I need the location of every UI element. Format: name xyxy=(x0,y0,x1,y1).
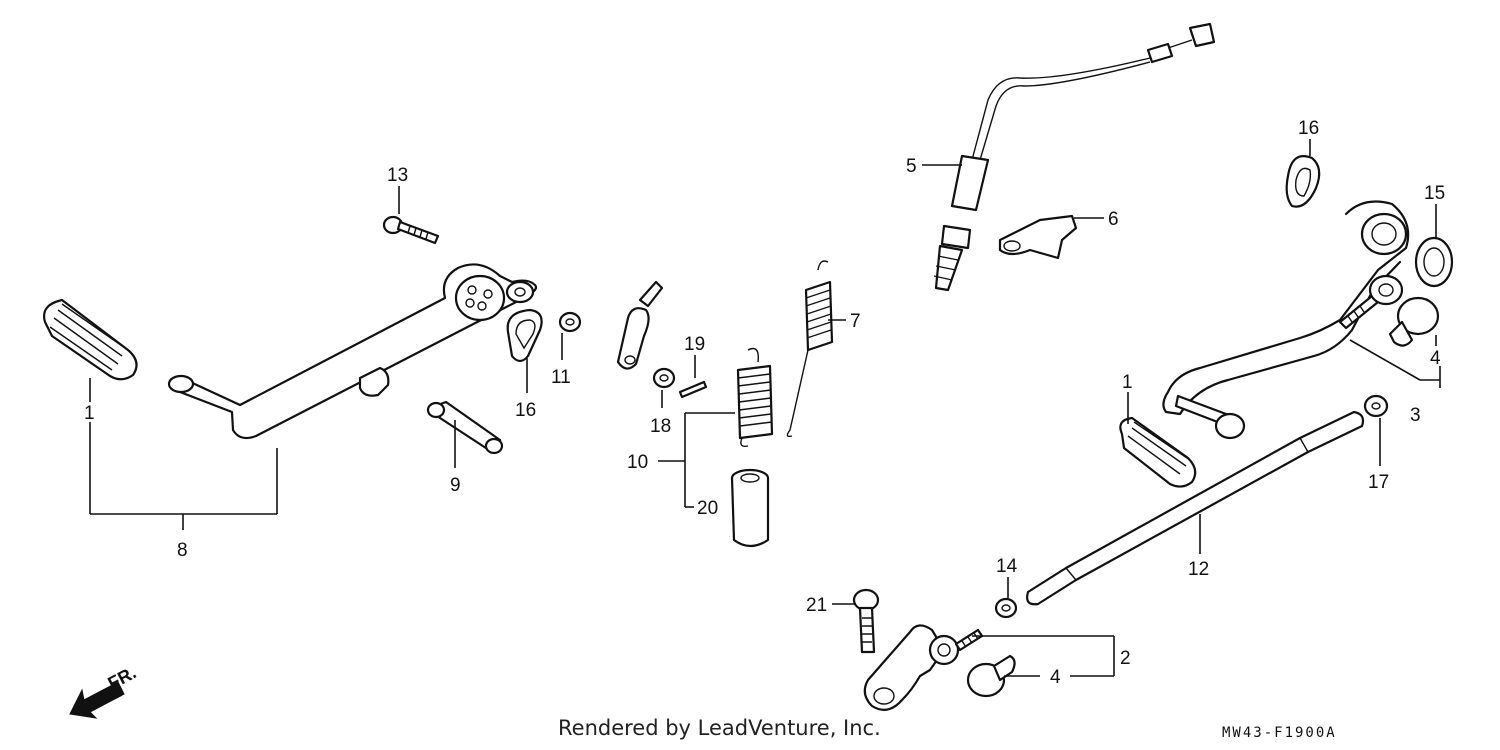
callout-9: 9 xyxy=(450,475,461,496)
callout-8: 8 xyxy=(177,540,188,561)
pedal-arm-left[interactable] xyxy=(167,263,538,440)
callout-4-bottom: 4 xyxy=(1050,667,1061,688)
return-spring-7[interactable] xyxy=(786,260,834,438)
callout-5: 5 xyxy=(906,156,917,177)
callout-20: 20 xyxy=(697,498,718,519)
callout-2: 2 xyxy=(1120,648,1131,669)
spring-10[interactable] xyxy=(736,347,774,448)
callout-numbers: 1 8 13 16 11 9 19 18 10 20 7 5 6 16 15 4… xyxy=(84,118,1445,688)
credit-text: Rendered by LeadVenture, Inc. xyxy=(558,716,881,740)
callout-14: 14 xyxy=(996,556,1018,577)
clip-6[interactable] xyxy=(998,214,1078,260)
nut-17[interactable] xyxy=(1363,394,1389,418)
bolt-13[interactable] xyxy=(382,215,440,245)
callout-6: 6 xyxy=(1108,209,1119,230)
bolt-21[interactable] xyxy=(852,588,880,654)
nut-18[interactable] xyxy=(652,367,676,389)
callout-1-right: 1 xyxy=(1122,372,1133,393)
cotter-pin-19[interactable] xyxy=(678,380,708,399)
callout-1-left: 1 xyxy=(84,403,95,424)
pedal-arm-right[interactable] xyxy=(1162,200,1410,440)
leader-lines xyxy=(89,139,1441,677)
washer-11[interactable] xyxy=(558,311,582,333)
callout-11: 11 xyxy=(551,367,571,388)
pedal-rubber-right[interactable] xyxy=(1119,416,1197,488)
front-direction-arrow: FR. xyxy=(69,662,139,719)
callout-3: 3 xyxy=(1410,405,1421,426)
callout-13: 13 xyxy=(387,165,408,186)
washer-16-left[interactable] xyxy=(506,308,543,363)
rubber-cap-4-bottom[interactable] xyxy=(966,654,1016,698)
nut-14[interactable] xyxy=(994,597,1018,619)
collar-20[interactable] xyxy=(730,468,770,548)
pivot-bolt-right[interactable] xyxy=(1338,274,1404,330)
diagram-code: MW43-F1900A xyxy=(1222,725,1337,741)
callout-16-right: 16 xyxy=(1298,118,1319,139)
callout-16-left: 16 xyxy=(515,400,536,421)
callout-19: 19 xyxy=(684,334,705,355)
pivot-bolt-9[interactable] xyxy=(426,400,504,455)
callout-10: 10 xyxy=(627,452,648,473)
washer-16-right[interactable] xyxy=(1285,155,1321,208)
brake-switch-rod-upper[interactable] xyxy=(616,280,664,370)
pedal-rubber-left[interactable] xyxy=(43,298,138,381)
brake-light-switch-5[interactable] xyxy=(933,22,1216,292)
callout-7: 7 xyxy=(850,311,861,332)
callout-17: 17 xyxy=(1368,472,1389,493)
callout-21: 21 xyxy=(806,595,827,616)
shift-arm-2[interactable] xyxy=(863,624,984,711)
rubber-cap-4-right[interactable] xyxy=(1388,296,1440,347)
shift-rod-12[interactable] xyxy=(1026,410,1365,606)
callout-15: 15 xyxy=(1424,183,1445,204)
washer-15[interactable] xyxy=(1414,236,1454,288)
callout-4-right: 4 xyxy=(1430,348,1441,369)
callout-18: 18 xyxy=(650,416,671,437)
callout-12: 12 xyxy=(1188,559,1209,580)
